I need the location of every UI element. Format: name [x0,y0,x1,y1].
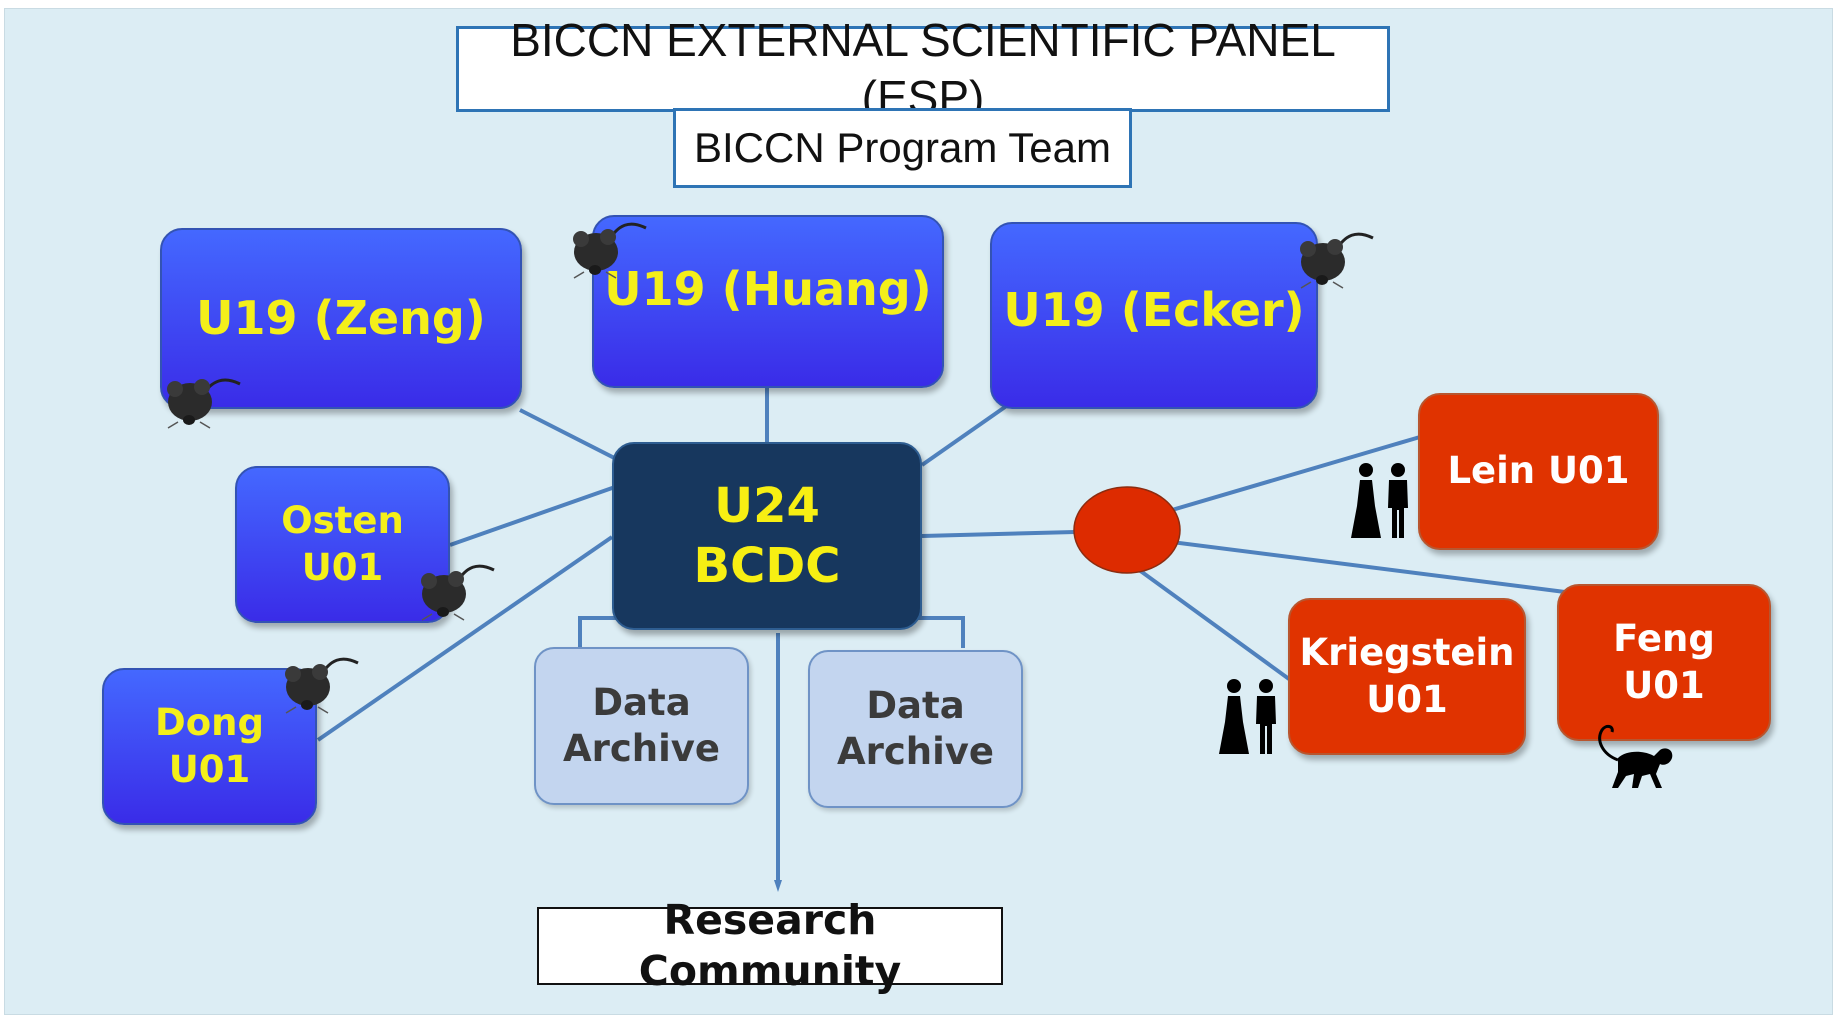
mouse-icon [421,564,495,621]
esp-title-box: BICCN EXTERNAL SCIENTIFIC PANEL (ESP) [456,14,1390,123]
data-archive-2-line-2: Archive [836,730,995,773]
bcdc-label: BCDC [693,538,841,594]
link-ecker-bcdc [920,398,1017,467]
hub-node-icon [1073,486,1181,574]
kriegstein-u01-line-2: U01 [1366,677,1448,721]
monkey-icon [1598,724,1673,788]
u19-zeng-box[interactable]: U19 (Zeng) [160,228,522,409]
feng-u01-line-2: U01 [1623,663,1705,707]
osten-u01-line-1: Osten [281,499,404,543]
kriegstein-u01-box[interactable]: Kriegstein U01 [1288,598,1526,755]
osten-u01-box[interactable]: Osten U01 [235,466,450,623]
feng-u01-line-1: Feng [1613,617,1715,661]
link-bcdc-hub [921,530,1076,538]
dong-u01-box[interactable]: Dong U01 [102,668,317,825]
lein-u01-label: Lein U01 [1447,449,1630,493]
u19-huang-box[interactable]: U19 (Huang) [592,215,944,388]
data-archive-2-line-1: Data [866,683,965,727]
human-pair-icon [1219,679,1276,754]
u24-label: U24 [714,478,820,534]
program-team-label: BICCN Program Team [693,123,1111,171]
program-team-box: BICCN Program Team [673,108,1132,188]
dong-u01-line-1: Dong [155,701,264,745]
human-pair-icon [1351,463,1408,538]
mouse-icon [573,222,647,279]
u19-huang-label: U19 (Huang) [604,261,932,316]
data-archive-1-box[interactable]: Data Archive [534,647,749,805]
link-hub-lein [1137,435,1421,522]
feng-u01-box[interactable]: Feng U01 [1557,584,1771,741]
data-archive-1-line-1: Data [592,680,691,724]
data-archive-1-line-2: Archive [562,727,721,770]
lein-u01-box[interactable]: Lein U01 [1418,393,1659,550]
research-community-label: Research Community [638,895,902,995]
mouse-icon [167,378,241,429]
u19-ecker-label: U19 (Ecker) [1003,282,1305,337]
link-dong-bcdc [316,535,614,742]
mouse-icon [285,657,359,714]
link-osten-bcdc [449,485,616,547]
kriegstein-u01-line-1: Kriegstein [1299,631,1515,675]
mouse-icon [1300,232,1374,289]
research-community-box[interactable]: Research Community [537,896,1003,995]
osten-u01-line-2: U01 [301,545,384,589]
dong-u01-line-2: U01 [168,747,251,791]
link-hub-kriegstein [1133,565,1291,681]
u19-zeng-label: U19 (Zeng) [196,290,486,345]
link-bcdc-archive-2 [918,593,965,648]
link-hub-feng [1139,536,1566,594]
u24-bcdc-box[interactable]: U24 BCDC [612,442,922,630]
u19-ecker-box[interactable]: U19 (Ecker) [990,222,1318,409]
data-archive-2-box[interactable]: Data Archive [808,650,1023,808]
